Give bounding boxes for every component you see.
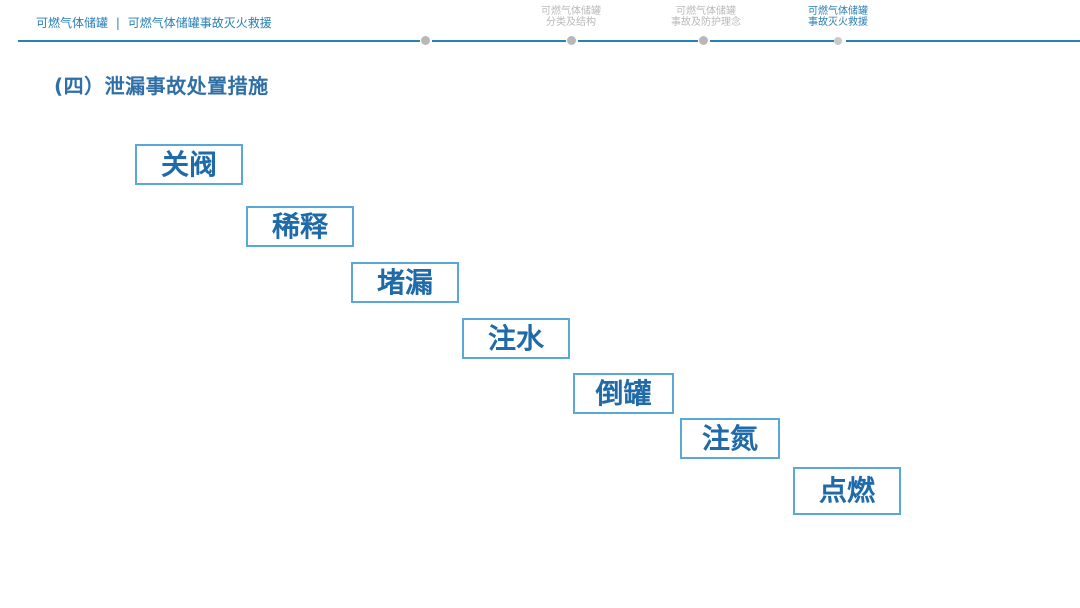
nav-step-label: 可燃气体储罐 bbox=[808, 6, 868, 17]
nav-step-classification[interactable]: 可燃气体储罐 分类及结构 bbox=[535, 6, 607, 28]
nav-step-rescue[interactable]: 可燃气体储罐 事故灭火救援 bbox=[800, 6, 876, 28]
progress-line-segment bbox=[18, 40, 420, 42]
breadcrumb: 可燃气体储罐 | 可燃气体储罐事故灭火救援 bbox=[36, 16, 286, 30]
progress-dot bbox=[421, 36, 430, 45]
progress-line-segment bbox=[710, 40, 834, 42]
progress-dot bbox=[699, 36, 708, 45]
breadcrumb-current: 可燃气体储罐事故灭火救援 bbox=[127, 16, 272, 30]
progress-line-segment bbox=[432, 40, 566, 42]
nav-step-sublabel: 事故及防护理念 bbox=[671, 17, 741, 28]
measure-inject-water: 注水 bbox=[462, 318, 570, 359]
progress-line-segment bbox=[578, 40, 698, 42]
nav-step-sublabel: 事故灭火救援 bbox=[808, 17, 868, 28]
measure-transfer-tank: 倒罐 bbox=[573, 373, 674, 414]
measure-ignite: 点燃 bbox=[793, 467, 901, 515]
measure-plug-leak: 堵漏 bbox=[351, 262, 459, 303]
measure-close-valve: 关阀 bbox=[135, 144, 243, 185]
measure-inject-nitrogen: 注氮 bbox=[680, 418, 780, 459]
measure-dilute: 稀释 bbox=[246, 206, 354, 247]
breadcrumb-root: 可燃气体储罐 bbox=[36, 16, 109, 30]
nav-step-label: 可燃气体储罐 bbox=[676, 6, 736, 17]
section-title: (四）泄漏事故处置措施 bbox=[54, 74, 269, 98]
progress-line-segment bbox=[846, 40, 1080, 42]
progress-dot-current bbox=[834, 37, 842, 45]
nav-step-label: 可燃气体储罐 bbox=[541, 6, 601, 17]
progress-dot bbox=[567, 36, 576, 45]
nav-step-sublabel: 分类及结构 bbox=[546, 17, 596, 28]
breadcrumb-separator: | bbox=[115, 16, 120, 30]
nav-step-protection[interactable]: 可燃气体储罐 事故及防护理念 bbox=[668, 6, 744, 28]
